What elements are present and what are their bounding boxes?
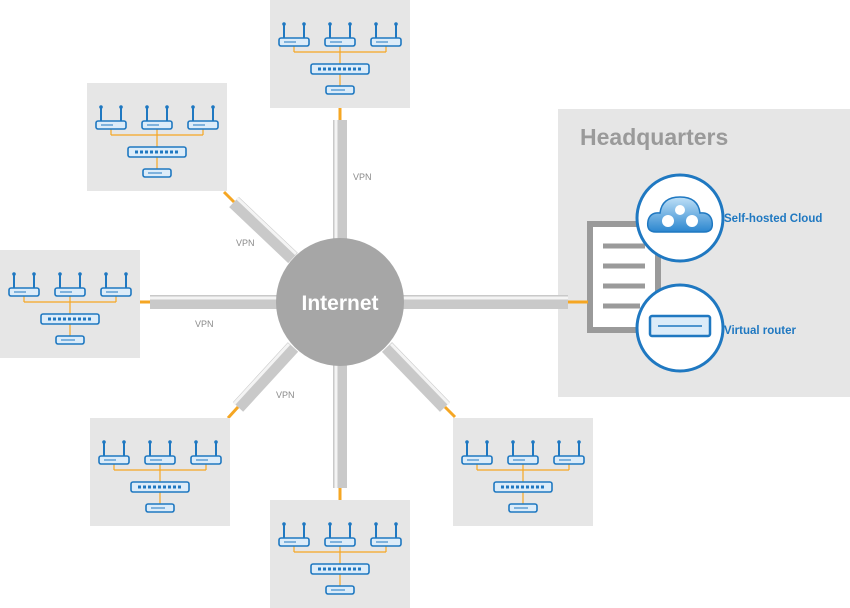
access-point-icon [144, 440, 176, 465]
router-icon [145, 503, 175, 513]
headquarters-title: Headquarters [580, 124, 728, 150]
vpn-label-top: VPN [353, 172, 372, 182]
switch-icon [310, 63, 370, 75]
switch-icon [310, 563, 370, 575]
vpn-label-bottom-left: VPN [276, 390, 295, 400]
link-bottom-left [226, 342, 299, 420]
switch-icon [40, 313, 100, 325]
headquarters-panel: Headquarters Self-hosted Cloud [558, 109, 850, 397]
access-point-icon [100, 272, 132, 297]
access-point-icon [98, 440, 130, 465]
access-point-icon [370, 22, 402, 47]
router-service-badge [635, 283, 725, 373]
access-point-icon [324, 522, 356, 547]
access-point-icon [278, 522, 310, 547]
cabling [293, 46, 387, 86]
cloud-icon [646, 196, 714, 233]
link-top-left [222, 190, 298, 264]
cabling [293, 546, 387, 586]
vpn-label-left: VPN [195, 319, 214, 329]
vpn-tunnels [140, 108, 588, 500]
internet-label: Internet [301, 292, 378, 315]
branch-bottom-left-panel [90, 418, 230, 526]
access-point-icon [553, 440, 585, 465]
branch-sites [0, 0, 593, 608]
cloud-service-label: Self-hosted Cloud [724, 213, 822, 225]
access-point-icon [54, 272, 86, 297]
access-point-icon [187, 105, 219, 130]
internet-hub: Internet [276, 238, 404, 366]
vpn-label-top-left: VPN [236, 238, 255, 248]
link-left [140, 295, 278, 309]
cabling [110, 129, 204, 169]
branch-bottom-panel [270, 500, 410, 608]
router-icon [325, 585, 355, 595]
access-point-icon [141, 105, 173, 130]
access-point-icon [190, 440, 222, 465]
access-point-icon [95, 105, 127, 130]
access-point-icon [8, 272, 40, 297]
switch-icon [493, 481, 553, 493]
access-point-icon [507, 440, 539, 465]
cloud-service-badge [635, 173, 725, 263]
router-icon [325, 85, 355, 95]
router-service-label: Virtual router [724, 325, 797, 337]
link-headquarters [400, 295, 588, 309]
link-bottom-right [381, 342, 457, 419]
cabling [113, 464, 207, 504]
router-icon [55, 335, 85, 345]
link-top [333, 108, 347, 242]
cabling [476, 464, 570, 504]
branch-top-left-panel [87, 83, 227, 191]
switch-icon [127, 146, 187, 158]
access-point-icon [461, 440, 493, 465]
cabling [23, 296, 117, 336]
access-point-icon [324, 22, 356, 47]
access-point-icon [278, 22, 310, 47]
switch-icon [130, 481, 190, 493]
access-point-icon [370, 522, 402, 547]
branch-left-panel [0, 250, 140, 358]
branch-top-panel [270, 0, 410, 108]
router-icon [508, 503, 538, 513]
branch-bottom-right-panel [453, 418, 593, 526]
link-bottom [333, 362, 347, 500]
router-icon [648, 314, 712, 338]
router-icon [142, 168, 172, 178]
